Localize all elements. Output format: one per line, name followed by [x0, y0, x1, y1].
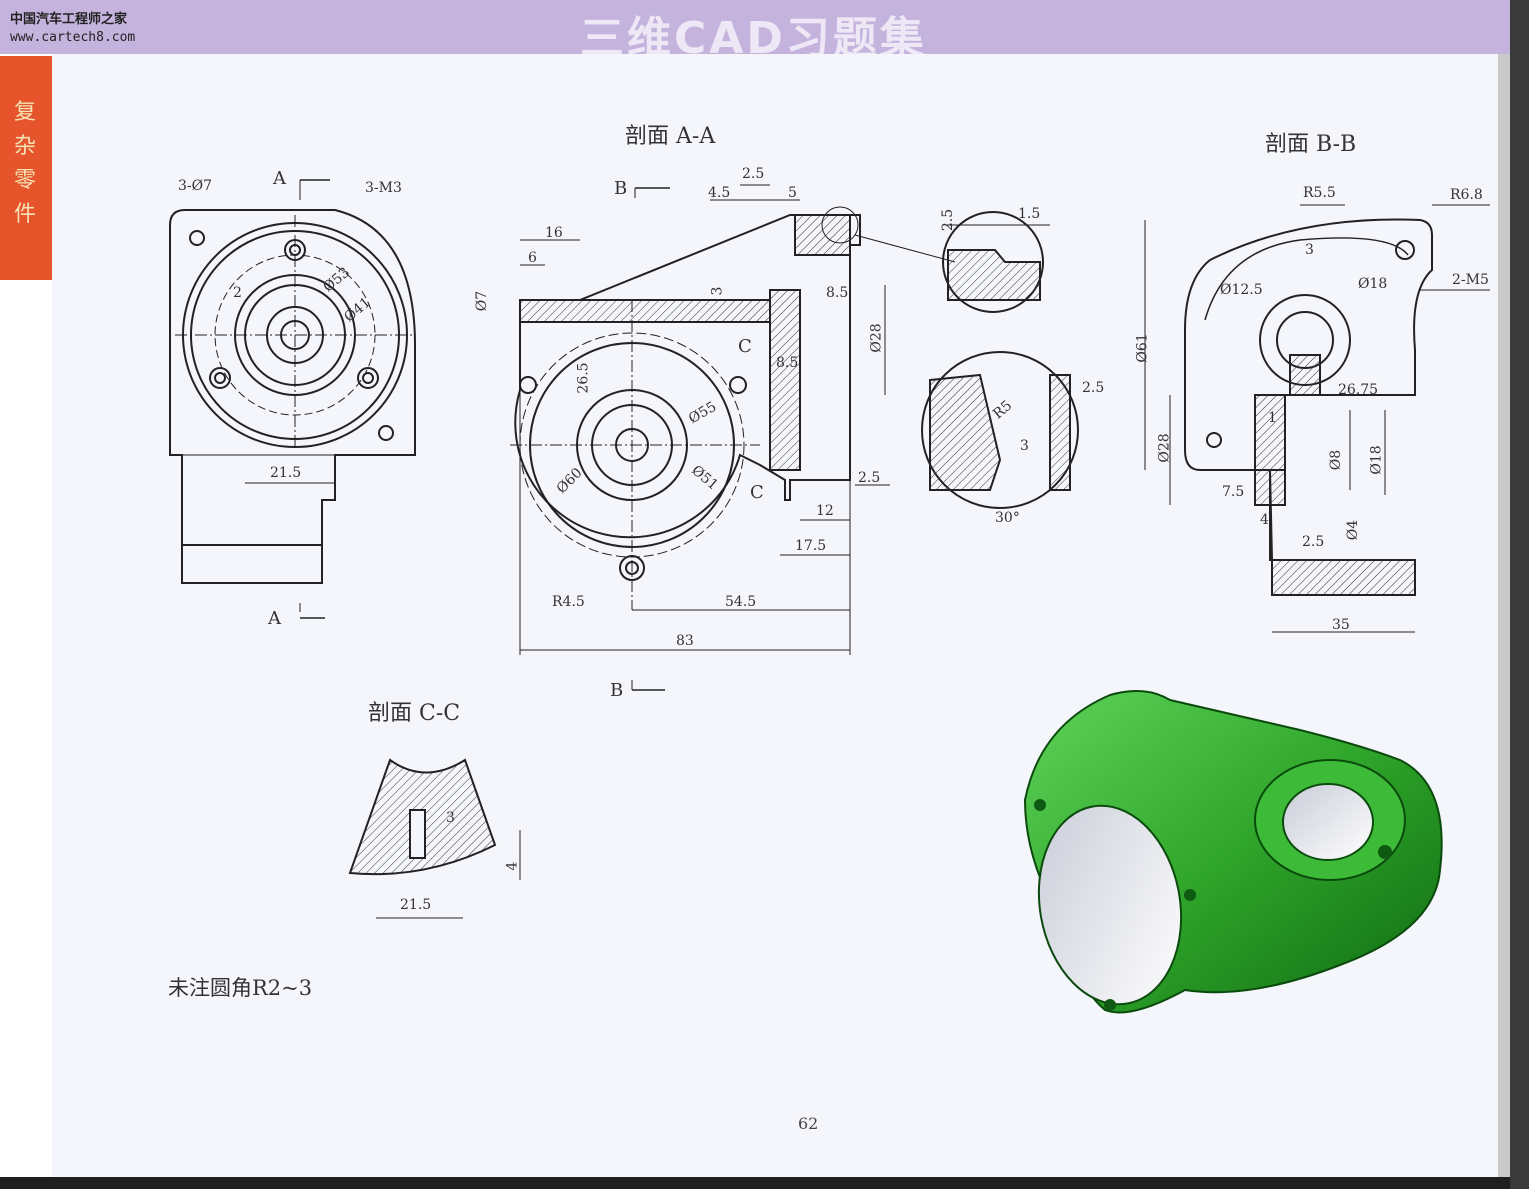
section-marker-b-bottom: B — [610, 680, 624, 701]
dim-label: Ø18 — [1358, 276, 1388, 292]
section-marker-b-top: B — [614, 178, 628, 199]
dim-label: 54.5 — [725, 594, 757, 610]
dim-label: 26.5 — [575, 362, 592, 394]
watermark-site-name: 中国汽车工程师之家 — [10, 12, 128, 27]
watermark-url: www.cartech8.com — [10, 30, 136, 45]
3d-model-render — [1023, 690, 1443, 1014]
section-marker-c-lower: C — [750, 482, 764, 503]
dim-label: 12 — [816, 503, 834, 519]
dim-label: 3-Ø7 — [178, 178, 213, 194]
dim-label: 3 — [446, 810, 455, 826]
scan-bottom-edge — [0, 1177, 1510, 1189]
section-marker-a-bottom: A — [268, 608, 281, 629]
section-marker-c-upper: C — [738, 336, 752, 357]
section-cc-view — [348, 758, 521, 919]
dim-label: R5.5 — [1303, 185, 1336, 201]
dim-label: 8.5 — [826, 285, 849, 301]
dim-label: Ø7 — [474, 290, 491, 312]
dim-label: 2.5 — [940, 208, 957, 232]
dim-label: Ø4 — [1345, 519, 1362, 541]
dim-label: 2.5 — [1302, 534, 1325, 550]
dim-label: 2.5 — [742, 166, 765, 182]
section-bb-view — [1144, 204, 1490, 633]
dim-label: 21.5 — [270, 465, 302, 481]
dim-label: Ø8 — [1328, 449, 1345, 471]
dim-label: 4 — [1260, 512, 1269, 528]
front-view — [169, 179, 416, 619]
dim-label: Ø18 — [1368, 445, 1385, 475]
dim-label: 3 — [1305, 242, 1314, 258]
dim-label: 35 — [1332, 617, 1350, 633]
dim-label: R4.5 — [552, 594, 585, 610]
dim-label: Ø61 — [1134, 333, 1151, 363]
dim-label: 2 — [233, 285, 242, 301]
dim-label: 5 — [788, 185, 797, 201]
book-spine-shadow — [1498, 54, 1510, 1179]
section-aa-view — [510, 184, 890, 691]
chapter-tab: 复杂零件 — [0, 56, 52, 280]
dim-label: 2.5 — [1082, 380, 1105, 396]
dim-label: 8.5 — [776, 355, 799, 371]
detail-views — [821, 206, 1079, 509]
fillet-note: 未注圆角R2~3 — [168, 976, 313, 1000]
dim-label: 6 — [528, 250, 537, 266]
dim-label: 26.75 — [1338, 382, 1379, 398]
dim-label: 30° — [995, 510, 1020, 526]
dim-label: 3 — [709, 286, 726, 296]
section-marker-a-top: A — [273, 168, 286, 189]
page-number: 62 — [798, 1114, 819, 1133]
dim-label: 2.5 — [858, 470, 881, 486]
dim-label: 1 — [1268, 410, 1277, 426]
dim-label: Ø12.5 — [1220, 282, 1263, 298]
dim-label: 4.5 — [708, 185, 731, 201]
dim-label: 21.5 — [400, 897, 432, 913]
chapter-tab-label: 复杂零件 — [14, 100, 37, 227]
dim-label: 4 — [504, 861, 521, 871]
dim-label: 16 — [545, 225, 563, 241]
dim-label: Ø28 — [868, 323, 885, 353]
dim-label: 3-M3 — [365, 180, 402, 196]
dim-label: 3 — [1020, 438, 1029, 454]
dim-label: 83 — [676, 633, 694, 649]
section-cc-title: 剖面 C-C — [368, 701, 461, 726]
dim-label: Ø28 — [1156, 433, 1173, 463]
section-bb-title: 剖面 B-B — [1265, 132, 1357, 157]
header-band: 中国汽车工程师之家 www.cartech8.com 三维CAD习题集 — [0, 0, 1510, 64]
dim-label: 2-M5 — [1452, 272, 1489, 288]
dim-label: R6.8 — [1450, 187, 1483, 203]
dim-label: 1.5 — [1018, 206, 1041, 222]
dim-label: 17.5 — [795, 538, 827, 554]
dim-label: 7.5 — [1222, 484, 1245, 500]
section-aa-title: 剖面 A-A — [625, 124, 716, 149]
book-edge — [1510, 0, 1529, 1189]
